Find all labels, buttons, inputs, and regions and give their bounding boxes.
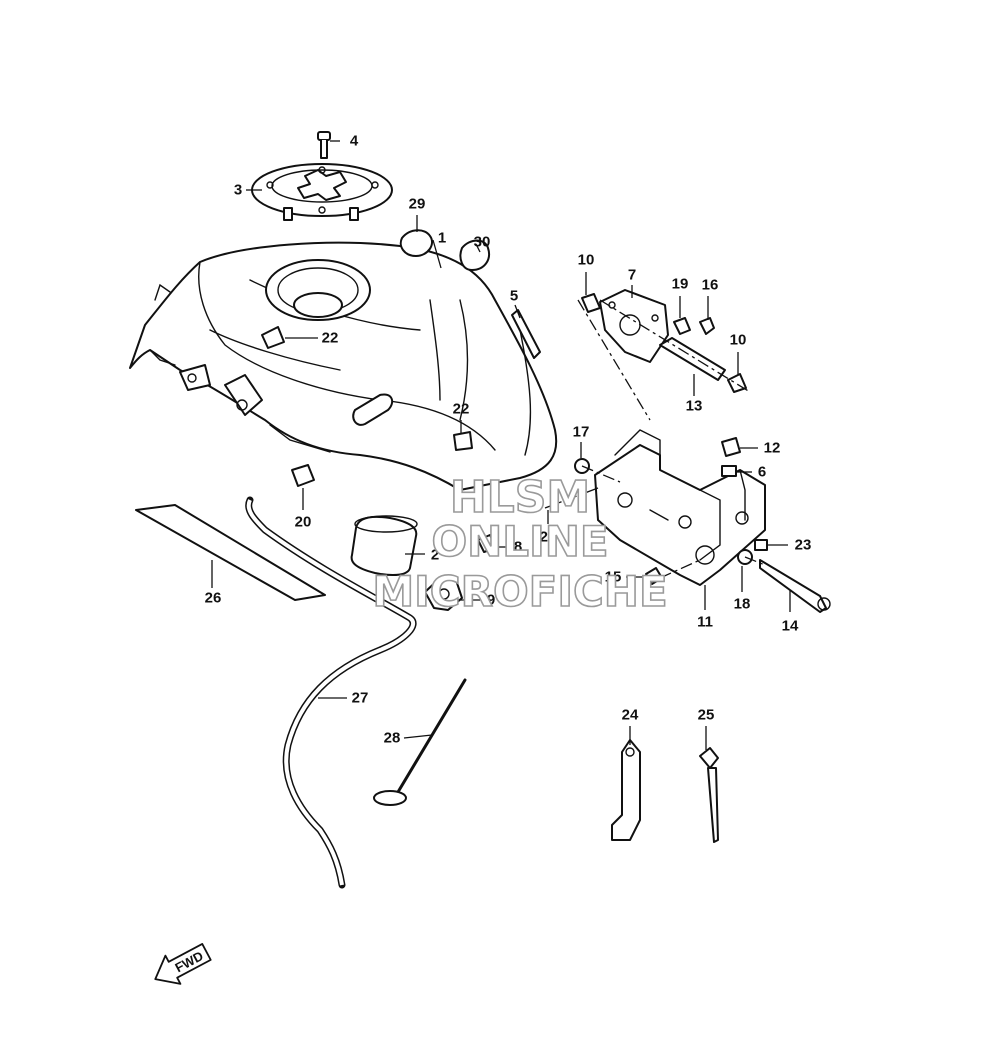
callout-9: 9 [487, 592, 495, 609]
watermark-line3: MICROFICHE [372, 567, 667, 616]
cushion-29[interactable] [399, 229, 434, 257]
drain-hose[interactable] [245, 496, 417, 889]
callout-13: 13 [686, 398, 703, 415]
tie-25[interactable] [699, 747, 719, 843]
cap-bolt[interactable] [317, 131, 331, 159]
callout-19: 19 [672, 276, 689, 293]
callout-2: 2 [431, 547, 439, 564]
callout-7: 7 [628, 267, 636, 284]
nut-6[interactable] [721, 465, 737, 477]
bolt-16[interactable] [699, 317, 715, 335]
callout-6: 6 [758, 464, 766, 481]
callout-1: 1 [438, 230, 446, 247]
tank-bracket[interactable] [594, 429, 766, 586]
callout-16: 16 [702, 277, 719, 294]
nut-12[interactable] [721, 437, 741, 457]
collar[interactable] [659, 337, 726, 381]
cushion-30[interactable] [459, 239, 490, 271]
callout-3: 3 [234, 182, 242, 199]
callout-22b: 22 [453, 401, 470, 418]
callout-22a: 22 [322, 330, 339, 347]
callout-30: 30 [474, 234, 491, 251]
callout-20: 20 [295, 514, 312, 531]
watermark: HLSM ONLINE MICROFICHE [372, 471, 669, 617]
assembly-line [659, 559, 701, 579]
callout-15: 15 [605, 569, 622, 586]
bolt-14[interactable] [759, 559, 831, 613]
assembly-line [577, 299, 651, 421]
cushion-10a[interactable] [581, 293, 601, 313]
protection-sheet[interactable] [135, 504, 326, 601]
callout-12: 12 [764, 440, 781, 457]
callout-5: 5 [510, 288, 518, 305]
cushion-10b[interactable] [727, 373, 747, 393]
callout-17: 17 [573, 424, 590, 441]
assembly-line [599, 299, 751, 393]
assembly-line [744, 556, 766, 566]
callout-26: 26 [205, 590, 222, 607]
assembly-line [544, 487, 599, 509]
cushion-20[interactable] [291, 464, 315, 487]
callout-25: 25 [698, 707, 715, 724]
fuel-cap[interactable] [251, 163, 393, 221]
watermark-line2: ONLINE [431, 517, 608, 566]
callout-8: 8 [514, 539, 522, 556]
seal-strip[interactable] [511, 309, 541, 359]
cushion-22b[interactable] [453, 431, 473, 451]
callout-29: 29 [409, 196, 426, 213]
cushion-22a[interactable] [261, 326, 285, 349]
breather-hose[interactable] [373, 678, 467, 806]
collar-19[interactable] [673, 317, 691, 335]
clamp-24[interactable] [611, 739, 641, 841]
damper[interactable] [350, 515, 418, 577]
callouts: 1 2 3 4 5 6 7 8 9 10 10 11 12 13 14 15 1… [205, 133, 812, 747]
fuel-tank[interactable] [129, 241, 558, 491]
mounting-plate[interactable] [599, 289, 669, 363]
callout-24: 24 [622, 707, 639, 724]
callout-23: 23 [795, 537, 812, 554]
clip-8[interactable] [477, 534, 497, 553]
callout-14: 14 [782, 618, 799, 635]
callout-10a: 10 [578, 252, 595, 269]
callout-18: 18 [734, 596, 751, 613]
nut-23[interactable] [754, 539, 768, 551]
callout-21: 21 [540, 529, 557, 546]
clamp-9[interactable] [424, 577, 463, 611]
bolt-15[interactable] [645, 567, 663, 585]
callout-27: 27 [352, 690, 369, 707]
forward-arrow-icon: FWD [154, 943, 212, 985]
assembly-line [581, 465, 621, 483]
watermark-line1: HLSM [450, 472, 590, 523]
callout-28: 28 [384, 730, 401, 747]
callout-11: 11 [697, 614, 713, 631]
leader-lines [211, 140, 791, 750]
callout-10b: 10 [730, 332, 747, 349]
callout-4: 4 [350, 133, 359, 150]
